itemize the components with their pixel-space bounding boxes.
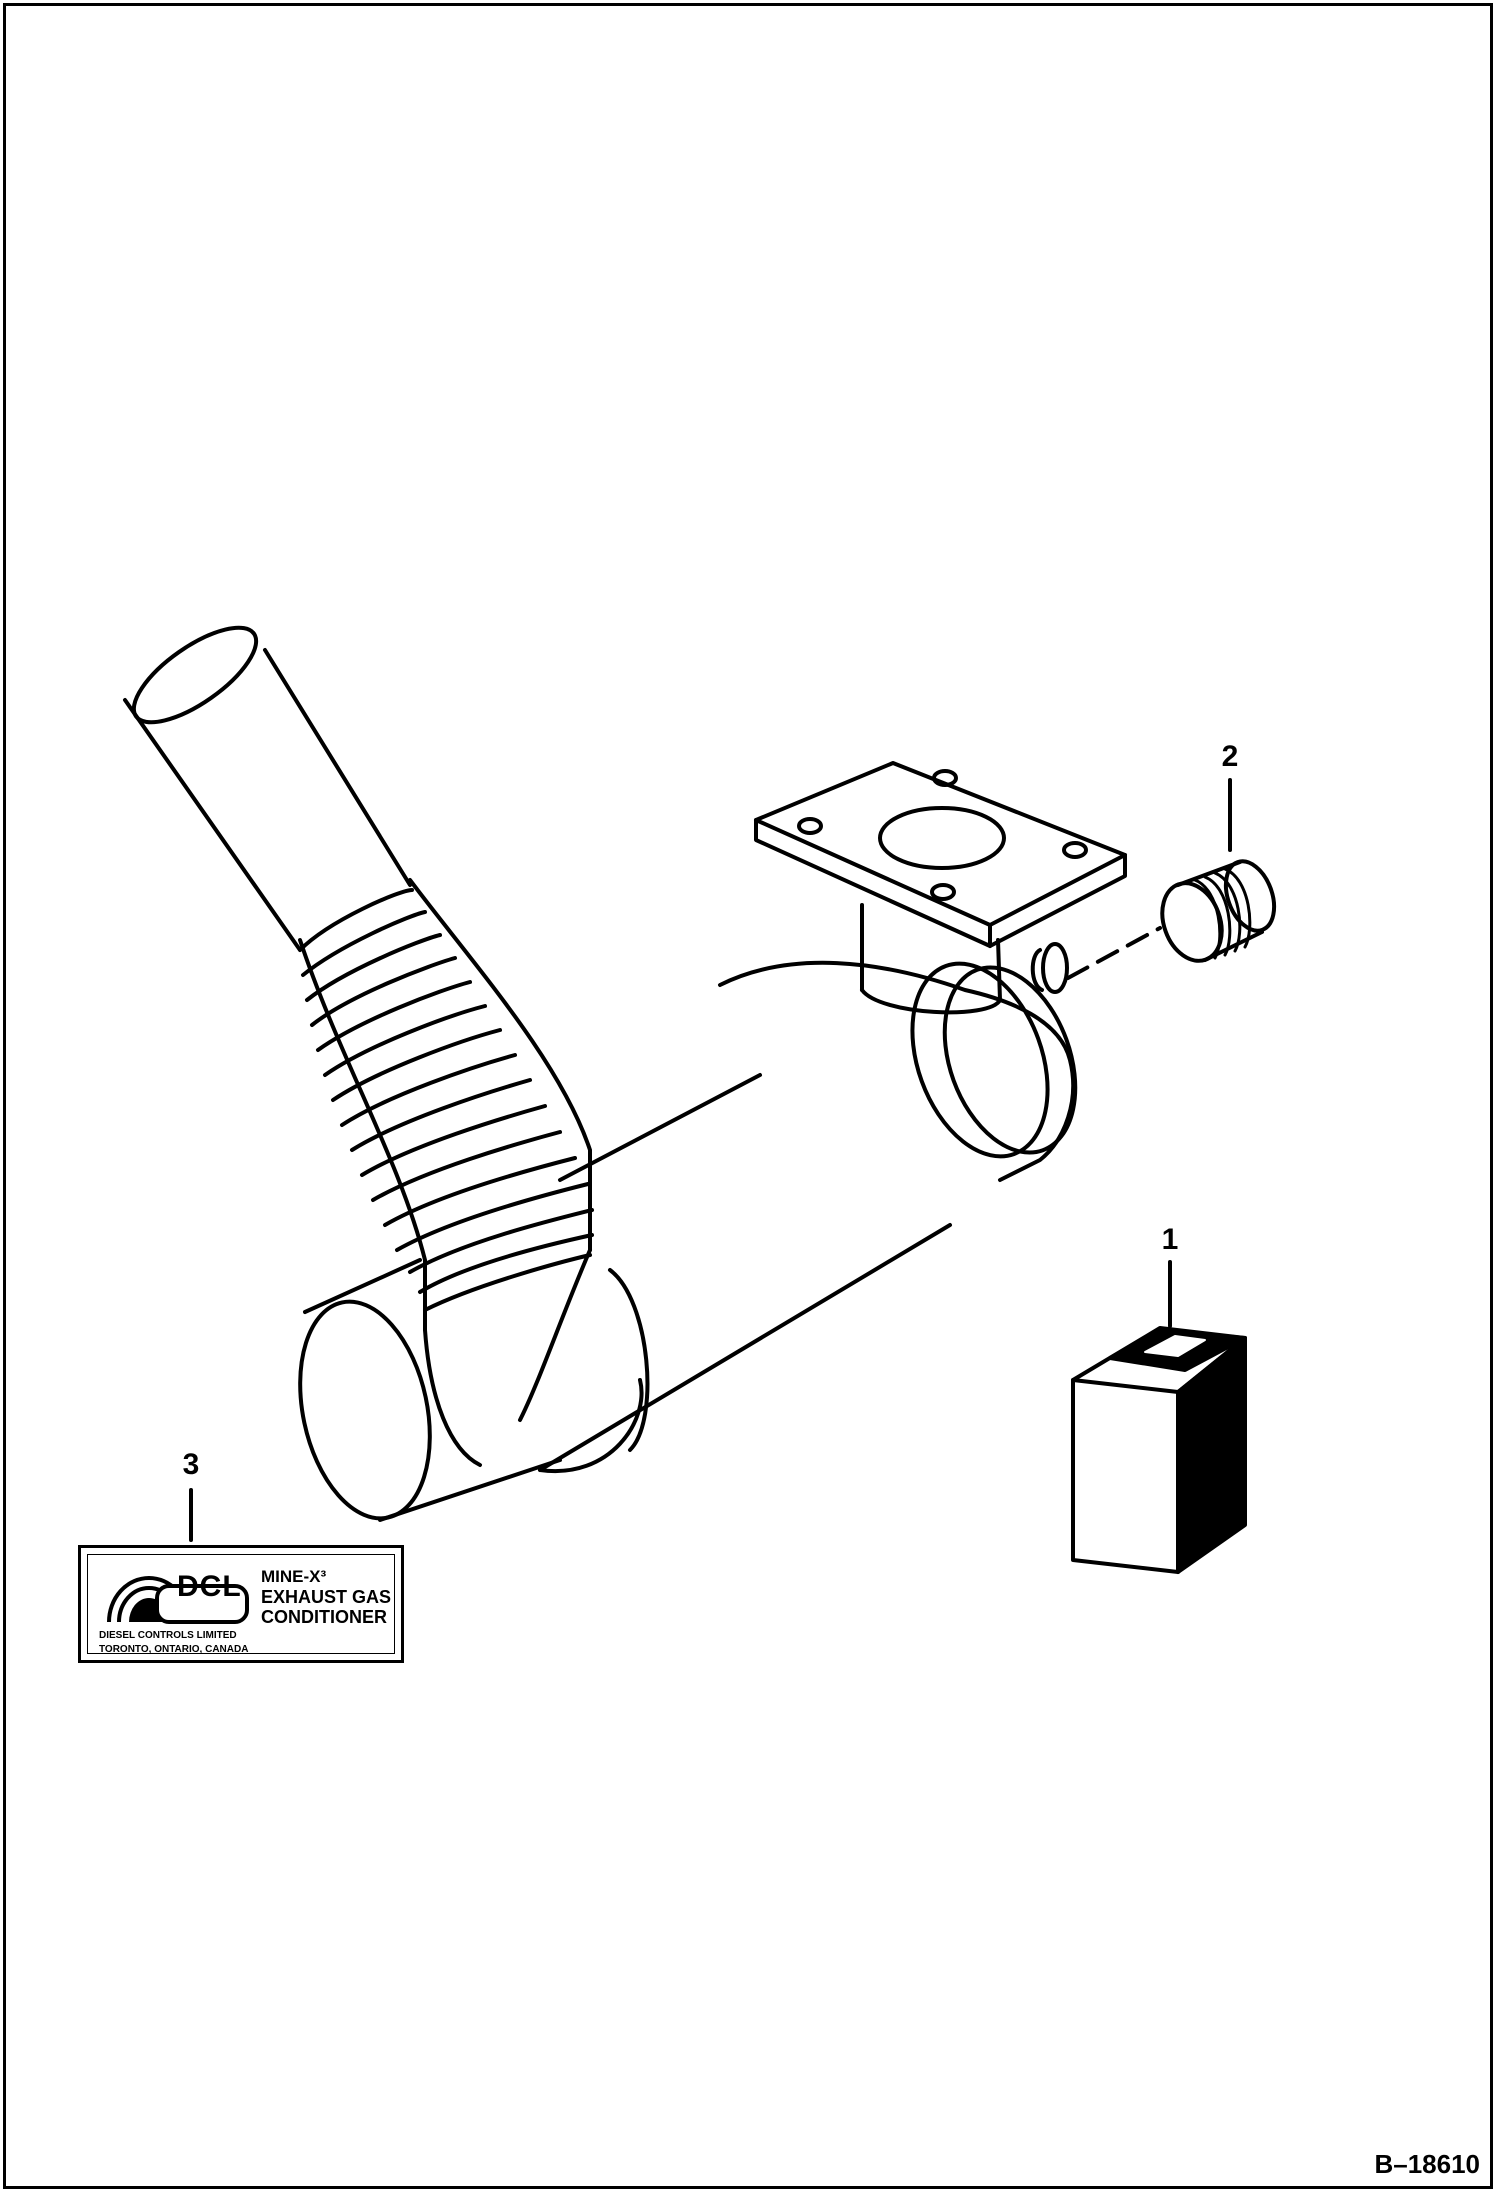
decal-title-line2: CONDITIONER [261,1607,387,1627]
cartridge-box [1071,1326,1247,1574]
threaded-plug [1066,859,1277,980]
callout-3: 3 [182,1448,200,1481]
decal-company: DIESEL CONTROLS LIMITED [99,1630,237,1641]
figure-id: B–18610 [1374,2149,1480,2179]
flex-hose [123,625,594,1467]
conditioner-body [538,942,1078,1474]
decal-title-line1: EXHAUST GAS [261,1587,392,1607]
decal-logo-text: DCL [177,1570,242,1603]
decal-product: MINE-X³ [261,1567,327,1586]
mounting-flange [754,761,1127,1015]
leader-lines [189,778,1232,1542]
callout-2: 2 [1221,740,1239,773]
decal-location: TORONTO, ONTARIO, CANADA [99,1644,249,1655]
drawing-frame [3,3,1493,2189]
decal-border [87,1554,395,1654]
dcl-decal: DCL DIESEL CONTROLS LIMITED TORONTO, ONT… [78,1545,404,1663]
dcl-logo-icon [107,1576,249,1624]
callout-1: 1 [1161,1223,1179,1256]
inlet-pipe [298,1258,562,1522]
